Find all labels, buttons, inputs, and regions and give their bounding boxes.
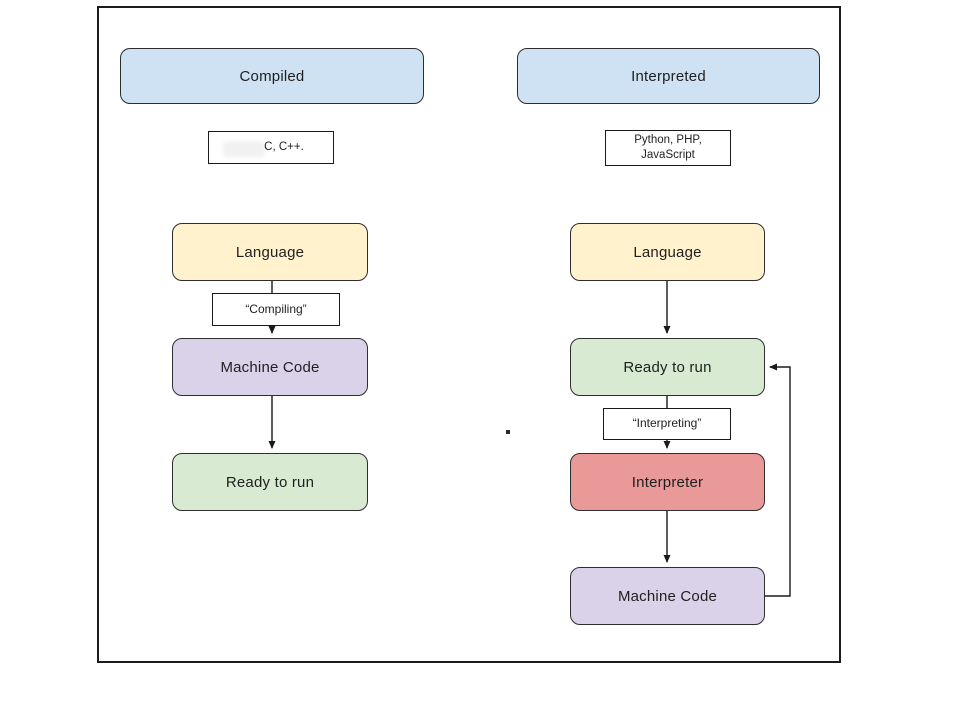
- compiled-ready-label: Ready to run: [225, 473, 315, 491]
- compiled-language-label: Language: [235, 243, 305, 261]
- stray-dot: [506, 430, 510, 434]
- arrow-feedback-machine-to-ready: [765, 363, 791, 597]
- interpreted-language-label: Language: [633, 243, 702, 261]
- interpreted-header-label: Interpreted: [631, 67, 706, 85]
- compiled-machine-code-label: Machine Code: [220, 358, 320, 376]
- interpreted-machine-code-label: Machine Code: [617, 587, 718, 605]
- interpreted-header-box: Interpreted: [517, 48, 820, 104]
- compiled-machine-code-box: Machine Code: [172, 338, 368, 396]
- interpreting-label: “Interpreting”: [632, 416, 702, 431]
- interpreter-label: Interpreter: [631, 473, 704, 491]
- compiled-examples-box: C, C++.: [208, 131, 334, 164]
- interpreted-machine-code-box: Machine Code: [570, 567, 765, 625]
- interpreted-examples-line1: Python, PHP,: [634, 134, 702, 147]
- compiled-ready-box: Ready to run: [172, 453, 368, 511]
- interpreted-examples-box: Python, PHP, JavaScript: [605, 130, 731, 166]
- interpreted-ready-box: Ready to run: [570, 338, 765, 396]
- interpreting-label-box: “Interpreting”: [603, 408, 731, 440]
- interpreter-box: Interpreter: [570, 453, 765, 511]
- interpreted-ready-label: Ready to run: [623, 358, 712, 376]
- compiling-label: “Compiling”: [245, 301, 307, 316]
- compiled-header-box: Compiled: [120, 48, 424, 104]
- outer-frame: [97, 6, 841, 663]
- compiled-language-box: Language: [172, 223, 368, 281]
- interpreted-language-box: Language: [570, 223, 765, 281]
- erased-text-ghost: [223, 141, 265, 157]
- compiled-header-label: Compiled: [239, 67, 305, 85]
- compiling-label-box: “Compiling”: [212, 293, 340, 326]
- interpreted-examples-line2: JavaScript: [641, 149, 695, 161]
- compiled-examples-label: C, C++.: [264, 141, 304, 154]
